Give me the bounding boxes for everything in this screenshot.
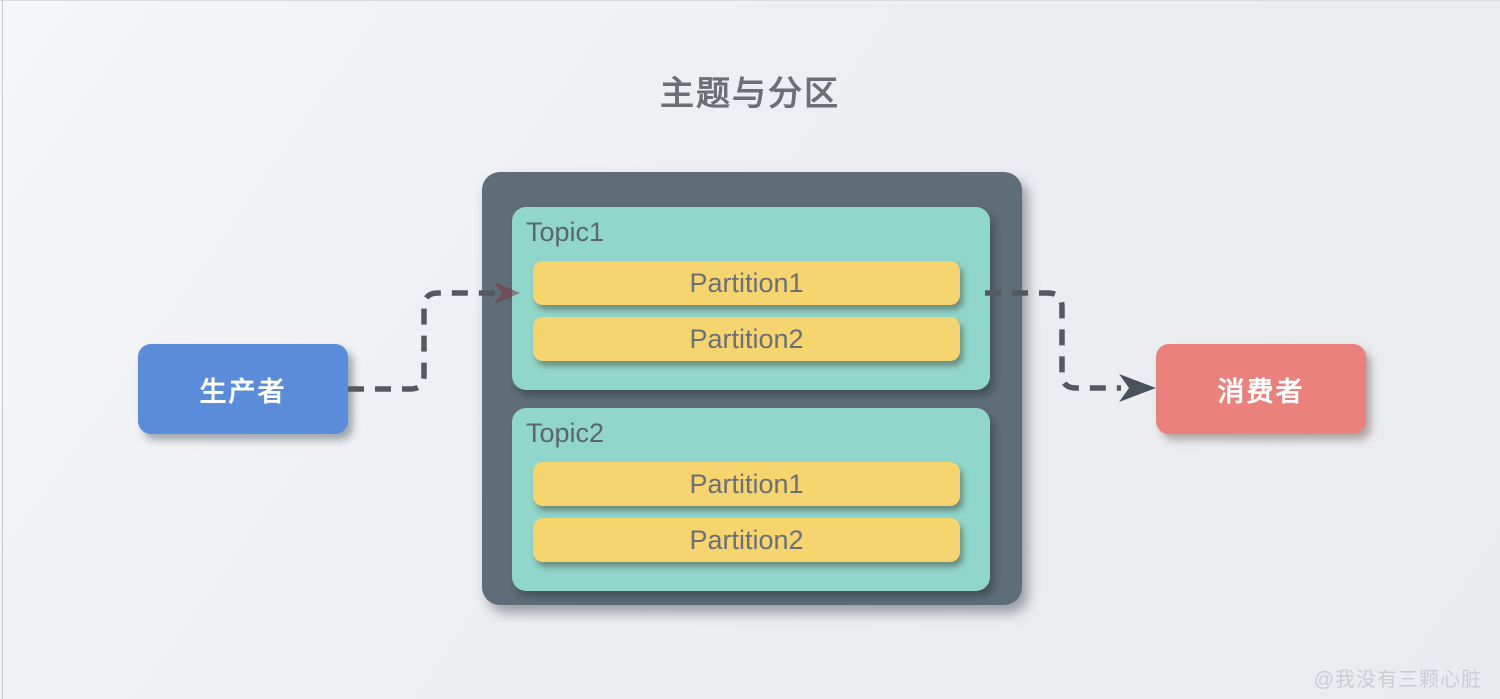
topic2-partition1-label: Partition1 xyxy=(689,468,804,499)
consumer-label: 消费者 xyxy=(1217,376,1305,407)
producer-node: 生产者 xyxy=(138,344,348,434)
topic2-partition2-bar: Partition2 xyxy=(533,518,960,562)
topic1-partition1-bar: Partition1 xyxy=(533,261,960,305)
topic1-partition2-label: Partition2 xyxy=(689,323,804,354)
broker-container: Topic1 Partition1 Partition2 Topic2 Part… xyxy=(482,172,1022,605)
topic2-partition1-bar: Partition1 xyxy=(533,462,960,506)
watermark: @我没有三颗心脏 xyxy=(1313,669,1482,691)
consumer-node: 消费者 xyxy=(1156,344,1366,434)
consumer-arrowhead-icon xyxy=(1119,374,1156,402)
diagram-title: 主题与分区 xyxy=(660,75,840,113)
topic2-partition2-label: Partition2 xyxy=(689,524,804,555)
topic2-box: Topic2 Partition1 Partition2 xyxy=(512,408,990,591)
producer-to-broker-connector xyxy=(348,290,497,392)
topic2-label: Topic2 xyxy=(526,418,605,448)
left-edge-line xyxy=(2,0,3,699)
topic1-box: Topic1 Partition1 Partition2 xyxy=(512,207,990,390)
topic1-partition1-label: Partition1 xyxy=(689,267,804,298)
top-edge-line xyxy=(0,0,1500,1)
topic1-label: Topic1 xyxy=(526,217,605,247)
topic1-partition2-bar: Partition2 xyxy=(533,317,960,361)
producer-label: 生产者 xyxy=(199,376,287,407)
